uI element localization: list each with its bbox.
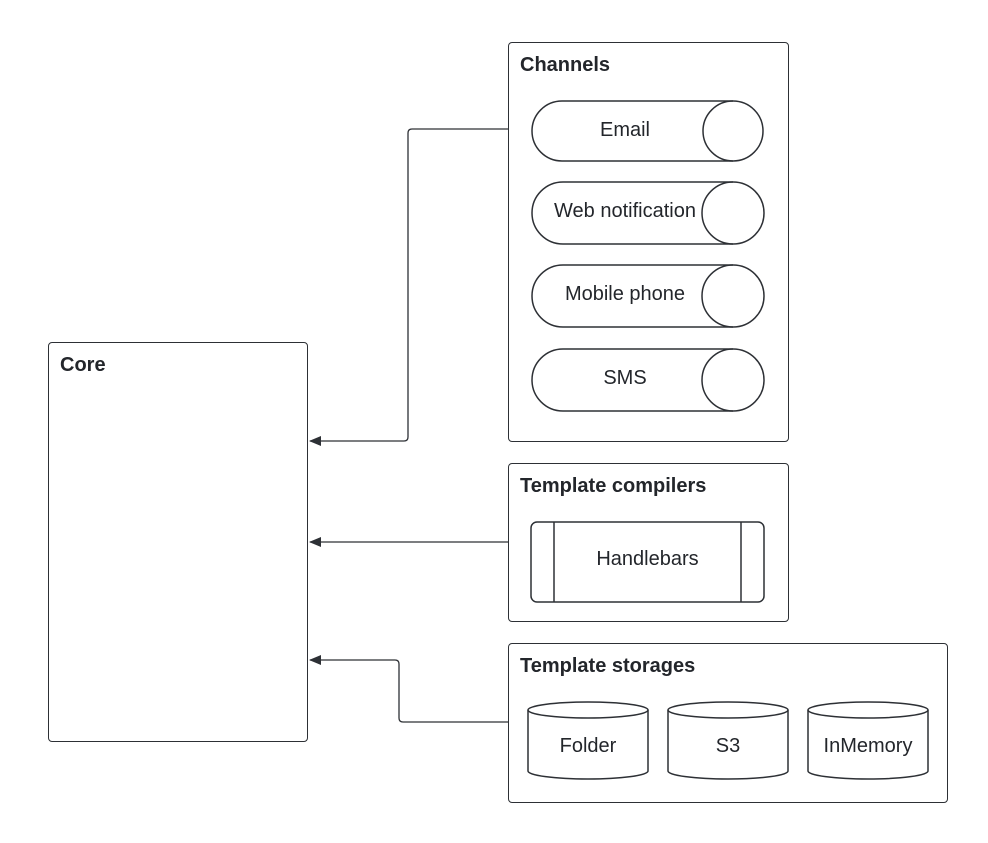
channels-box: Channels [508,42,789,442]
storage-label-s3: S3 [715,735,741,757]
storage-label-inmemory: InMemory [823,735,913,757]
channel-label-sms: SMS [603,367,647,389]
template-compilers-box: Template compilers [508,463,789,622]
channel-shape-web-notification [531,181,765,245]
storage-shape-s3 [667,701,789,780]
compiler-label-handlebars: Handlebars [596,548,699,570]
template-compilers-title: Template compilers [520,475,707,497]
channel-shape-email [531,100,764,162]
channel-label-mobile-phone: Mobile phone [564,283,686,305]
storage-shape-inmemory [807,701,929,780]
channel-shape-sms [531,348,765,412]
connector-storages-to-core [309,655,508,723]
channels-title: Channels [520,54,611,76]
storage-shape-folder [527,701,649,780]
storage-label-folder: Folder [559,735,617,757]
channel-shape-mobile-phone [531,264,765,328]
channel-label-email: Email [599,119,650,141]
core-title: Core [60,354,106,376]
channel-label-web-notification: Web notification [554,200,696,222]
template-storages-title: Template storages [520,655,696,677]
template-storages-box: Template storages [508,643,948,803]
core-box: Core [48,342,308,742]
compiler-shape-handlebars [530,521,765,603]
connector-channels-to-core [309,128,508,446]
